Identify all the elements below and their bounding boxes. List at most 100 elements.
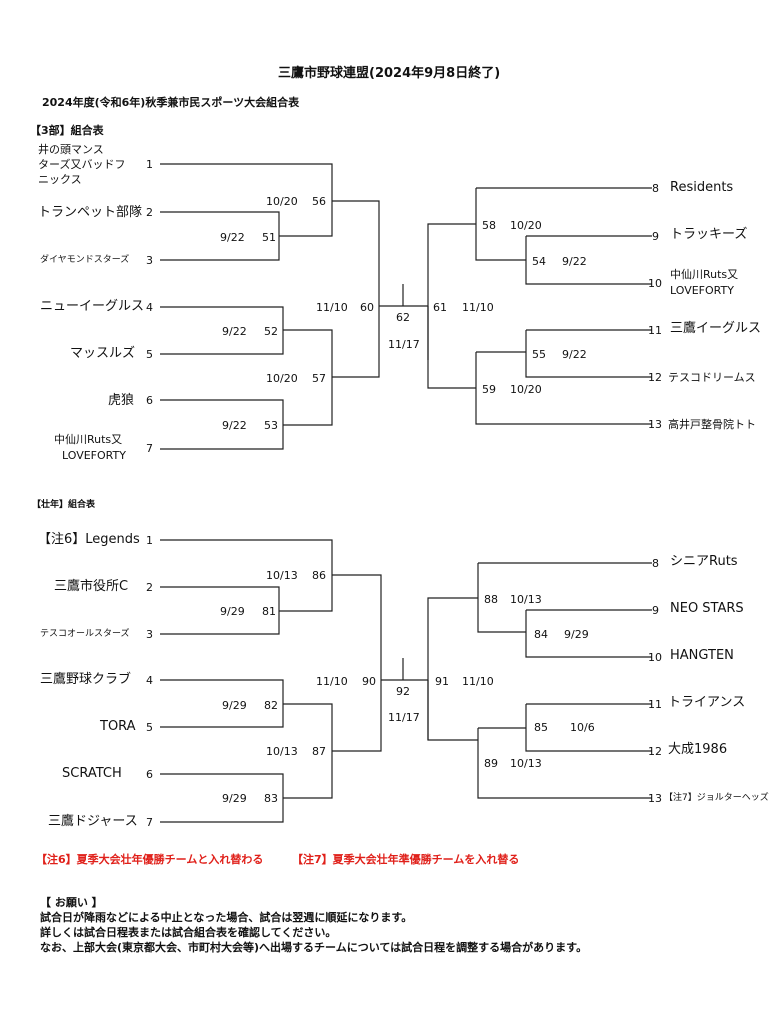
game-date: 10/13	[510, 757, 542, 770]
game-date: 10/13	[266, 745, 298, 758]
team-number: 11	[648, 324, 662, 337]
line-g52	[283, 329, 333, 426]
page-subtitle: 2024年度(令和6年)秋季兼市民スポーツ大会組合表	[42, 96, 300, 109]
final-game-number: 92	[396, 685, 410, 698]
team-name: TORA	[100, 719, 136, 734]
section-3bu-label: 【3部】組合表	[30, 124, 104, 137]
line-g88	[477, 563, 526, 633]
note-7: 【注7】夏季大会壮年準優勝チームを入れ替る	[292, 853, 520, 866]
game-date: 10/20	[510, 219, 542, 232]
game-number: 83	[264, 792, 278, 805]
final-game-number: 62	[396, 311, 410, 324]
line-g82	[283, 703, 333, 799]
line-s-team1	[160, 539, 333, 612]
game-date: 9/22	[222, 419, 247, 432]
team-number: 3	[146, 628, 153, 641]
line-g84	[525, 610, 652, 658]
request-line: なお、上部大会(東京都大会、市町村大会等)へ出場するチームについては試合日程を調…	[40, 941, 588, 954]
game-date: 9/22	[562, 348, 587, 361]
game-number: 90	[362, 675, 376, 688]
team-number: 2	[146, 581, 153, 594]
game-number: 57	[312, 372, 326, 385]
team-name: 中仙川Ruts又	[670, 268, 739, 281]
line-g89	[477, 728, 652, 799]
team-number: 1	[146, 158, 153, 171]
game-number: 81	[262, 605, 276, 618]
team-name: マッスルズ	[70, 346, 136, 361]
request-line: 試合日が降雨などによる中止となった場合、試合は翌週に順延になります。	[40, 911, 413, 924]
game-number: 87	[312, 745, 326, 758]
line-s-team12	[525, 704, 652, 752]
final-game-date: 11/17	[388, 338, 420, 351]
team-number: 4	[146, 674, 153, 687]
team-number: 8	[652, 182, 659, 195]
team-name: テスコオールスターズ	[40, 629, 130, 639]
team-name: トライアンス	[668, 695, 746, 710]
game-date: 9/29	[564, 628, 589, 641]
line-g54	[525, 236, 652, 285]
game-date: 9/22	[222, 325, 247, 338]
page-title: 三鷹市野球連盟(2024年9月8日終了)	[278, 66, 501, 81]
game-number: 58	[482, 219, 496, 232]
team-number: 10	[648, 277, 662, 290]
game-number: 86	[312, 569, 326, 582]
team-name: LOVEFORTY	[670, 284, 734, 297]
line-s-team67	[160, 773, 284, 823]
section-sonen-label: 【壮年】組合表	[32, 500, 96, 510]
team-name: LOVEFORTY	[62, 449, 126, 462]
team-name: 高井戸整骨院トト	[668, 418, 756, 431]
line-g58	[475, 188, 526, 261]
request-heading: 【 お願い 】	[40, 896, 103, 909]
game-number: 85	[534, 721, 548, 734]
team-number: 7	[146, 816, 153, 829]
team-number: 2	[146, 206, 153, 219]
line-g55b	[525, 330, 652, 378]
game-number: 55	[532, 348, 546, 361]
game-date: 11/10	[316, 675, 348, 688]
team-name: 大成1986	[668, 742, 728, 757]
line-g86	[332, 574, 382, 752]
team-name: NEO STARS	[670, 601, 744, 616]
game-date: 10/6	[570, 721, 595, 734]
game-number: 56	[312, 195, 326, 208]
team-name: 虎狼	[108, 393, 135, 408]
game-date: 11/10	[462, 675, 494, 688]
team-number: 1	[146, 534, 153, 547]
game-date: 11/10	[316, 301, 348, 314]
team-number: 6	[146, 394, 153, 407]
team-name: ダイヤモンドスターズ	[40, 255, 130, 265]
line-team67	[160, 399, 284, 450]
game-date: 9/29	[222, 792, 247, 805]
team-number: 3	[146, 254, 153, 267]
team-number: 8	[652, 557, 659, 570]
team-number: 4	[146, 301, 153, 314]
game-date: 9/22	[220, 231, 245, 244]
team-number: 11	[648, 698, 662, 711]
game-number: 54	[532, 255, 546, 268]
team-number: 9	[652, 230, 659, 243]
team-number: 7	[146, 442, 153, 455]
line-g56	[332, 200, 380, 378]
game-date: 10/20	[266, 195, 298, 208]
line-g59	[475, 352, 652, 425]
team-number: 5	[146, 721, 153, 734]
team-name: 三鷹イーグルス	[670, 321, 762, 336]
game-date: 11/10	[462, 301, 494, 314]
game-date: 10/13	[266, 569, 298, 582]
line-team2	[160, 211, 280, 261]
game-date: 10/20	[266, 372, 298, 385]
game-number: 89	[484, 757, 498, 770]
team-name: 井の頭マンス	[38, 143, 104, 156]
team-number: 12	[648, 745, 662, 758]
game-number: 60	[360, 301, 374, 314]
line-right-bot-s	[427, 680, 478, 741]
team-name: ターズ又バッドフ	[38, 158, 126, 171]
team-name: シニアRuts	[670, 554, 738, 569]
line-team1	[160, 163, 333, 237]
note-6: 【注6】夏季大会壮年優勝チームと入れ替わる	[36, 853, 264, 866]
game-date: 9/29	[220, 605, 245, 618]
game-number: 51	[262, 231, 276, 244]
team-name: SCRATCH	[62, 766, 122, 781]
team-name: Residents	[670, 180, 734, 195]
team-name: ニックス	[38, 173, 82, 186]
